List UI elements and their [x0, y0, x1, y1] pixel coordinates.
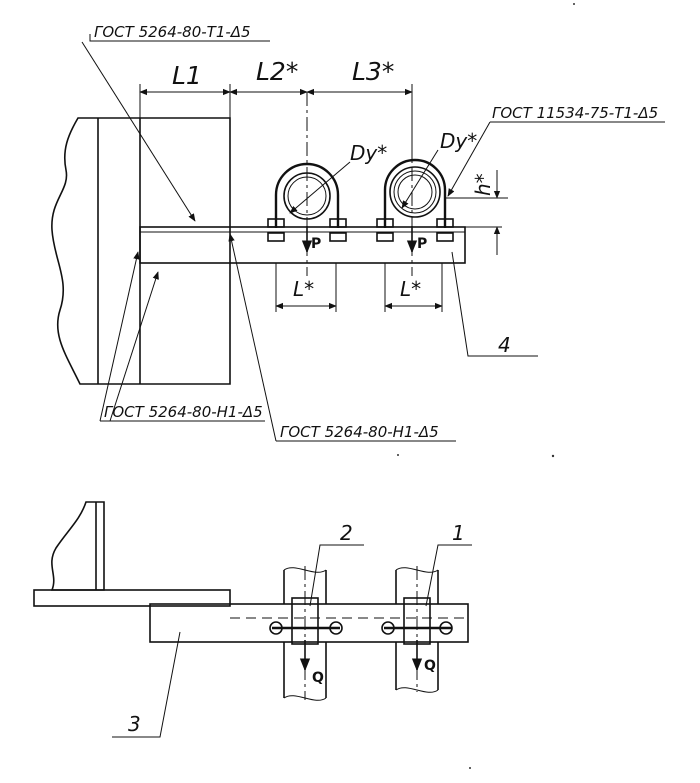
pipe-right-outer [389, 166, 441, 218]
item-2-leader [309, 544, 364, 607]
pipe-right-bore [397, 174, 433, 210]
item-1-leader [425, 544, 472, 607]
nut-right-b [436, 218, 454, 228]
bolt-plan-right-b [439, 621, 453, 635]
pipe-right-inner [393, 170, 437, 214]
column-plan [50, 501, 105, 591]
nut-left-b [329, 218, 347, 228]
nut-left-d [329, 232, 347, 242]
dim-label-l3: L3* [352, 57, 394, 86]
bottom-view: Q Q 2 1 3 [33, 501, 472, 738]
bolt-plan-left-a [269, 621, 283, 635]
load-label-q-right: Q [424, 658, 436, 674]
pipe-plan-left [269, 566, 343, 701]
bolt-plan-right-a [381, 621, 395, 635]
nut-right-a [376, 218, 394, 228]
bracket-beam [139, 226, 466, 264]
item-2-label: 2 [340, 521, 353, 545]
weld-leader-bottom-right-diag [228, 233, 277, 442]
clamp-u-bolt-right [383, 158, 447, 228]
bolt-label-left: L* [293, 277, 314, 301]
scan-specks [397, 3, 575, 769]
weld-leader-top-right-diag [447, 121, 491, 197]
item-3-label: 3 [128, 712, 141, 736]
nut-left-c [267, 232, 285, 242]
pipe-plan-right-break-bottom [395, 687, 439, 693]
item-3-leader [112, 631, 181, 738]
nut-left-a [267, 218, 285, 228]
pipe-clamp-right [376, 92, 454, 276]
weld-label-top-left: ГОСТ 5264-80-Т1-Δ5 [94, 23, 251, 41]
weld-leader-top-left [89, 34, 270, 42]
weld-leader-bottom-left-b [109, 271, 159, 422]
support-plate [33, 589, 231, 607]
load-label-p-left: P [311, 236, 321, 252]
nut-right-c [376, 232, 394, 242]
dy-leader-left [289, 161, 351, 214]
dy-label-right: Dy* [440, 129, 477, 153]
clamp-u-bolt-left [274, 162, 340, 228]
top-view: P P L1 L2* L3* Dy* Dy* h* L* L* ГОС [51, 23, 665, 442]
dy-label-left: Dy* [350, 141, 387, 165]
dim-label-l2: L2* [256, 57, 298, 86]
bracket-beam-plan [149, 603, 469, 643]
dy-leader-right [401, 149, 439, 209]
column-body [51, 117, 231, 385]
weld-leader-bottom-left-a [99, 251, 140, 422]
dim-label-h: h* [471, 173, 495, 196]
bolt-label-right: L* [400, 277, 421, 301]
pipe-plan-right [381, 566, 453, 693]
weld-label-top-right: ГОСТ 11534-75-Т1-Δ5 [492, 104, 658, 122]
weld-leader-top-left-diag [81, 41, 196, 222]
weld-label-bottom-right: ГОСТ 5264-80-Н1-Δ5 [280, 423, 439, 441]
item-1-label: 1 [452, 521, 465, 545]
bolt-plan-left-b [329, 621, 343, 635]
dim-label-l1: L1 [172, 61, 202, 90]
item-4-label: 4 [498, 333, 511, 357]
weld-label-bottom-left: ГОСТ 5264-80-Н1-Δ5 [104, 403, 263, 421]
nut-right-d [436, 232, 454, 242]
load-label-q-left: Q [312, 670, 324, 686]
load-label-p-right: P [417, 236, 427, 252]
item-4-leader [451, 251, 538, 357]
